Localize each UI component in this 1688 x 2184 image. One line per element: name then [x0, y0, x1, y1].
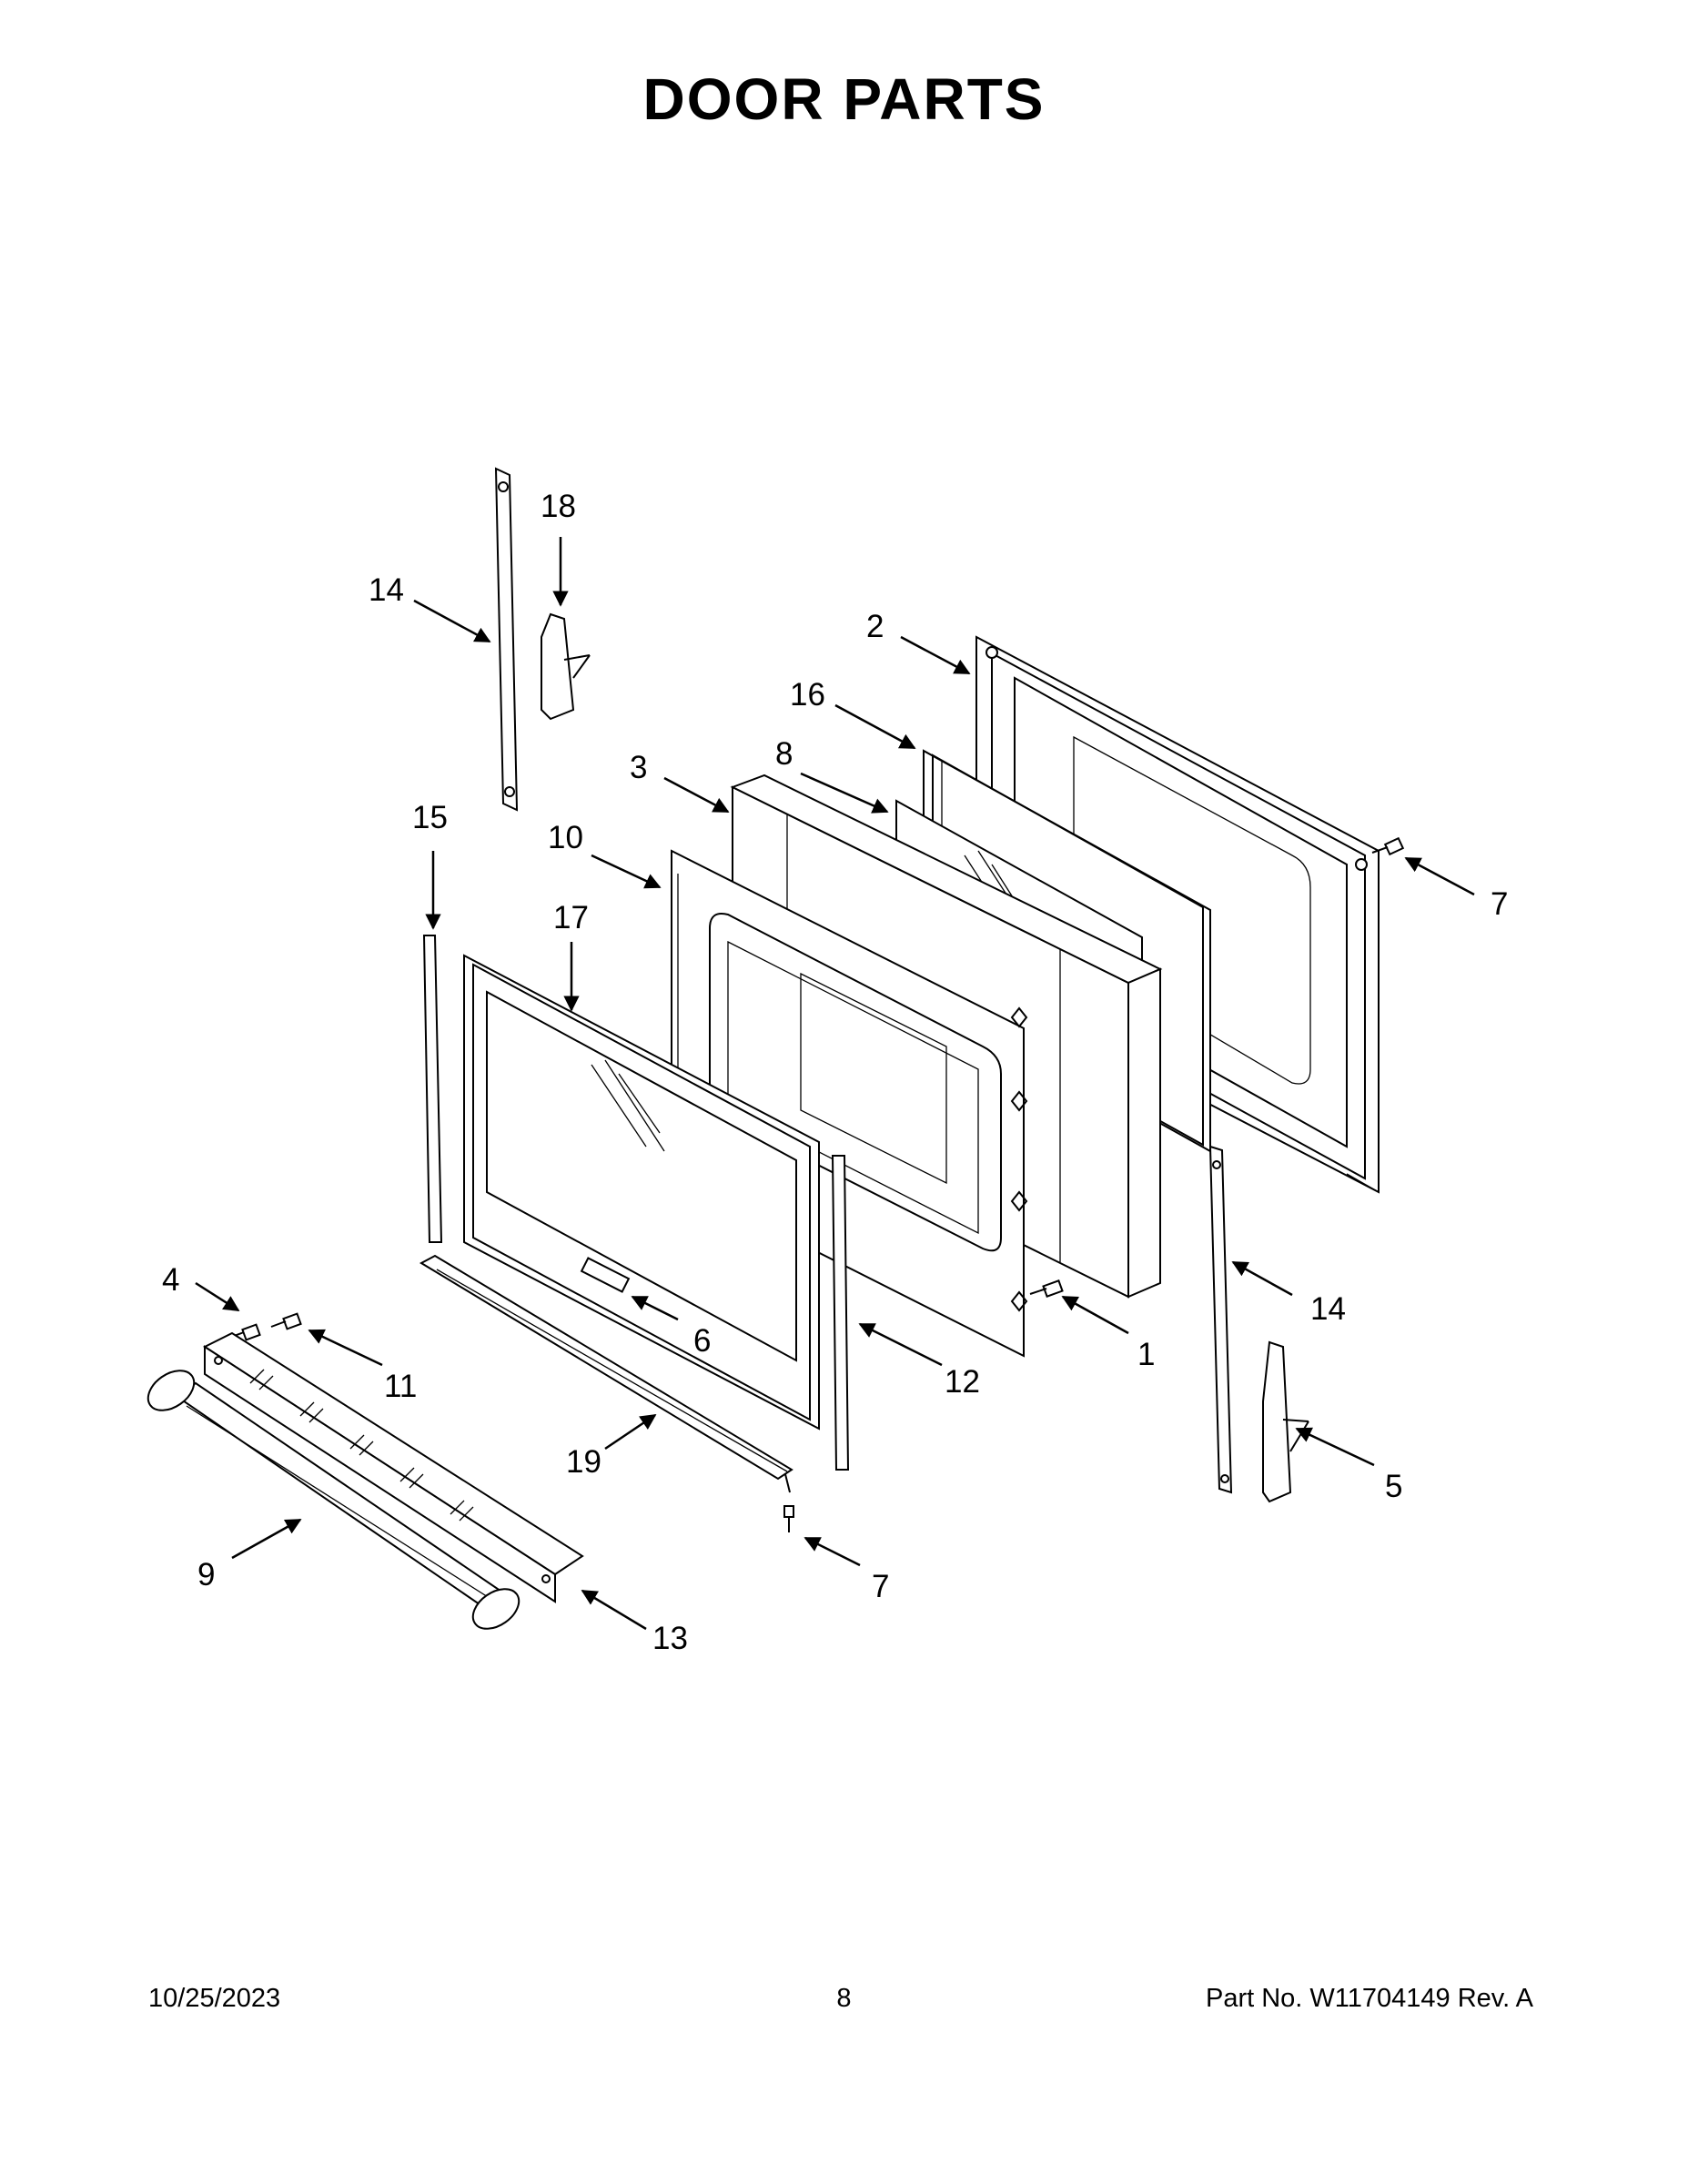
callout-1: 1	[1137, 1337, 1155, 1372]
callout-10: 10	[548, 820, 583, 855]
part-14-left-hinge-channel	[494, 467, 519, 812]
part-11-screw	[270, 1312, 302, 1330]
part-18-left-hinge	[541, 612, 591, 721]
callout-19: 19	[566, 1444, 601, 1480]
callout-8: 8	[775, 736, 793, 772]
part-1-screw	[1029, 1279, 1064, 1298]
footer-date: 10/25/2023	[148, 1984, 281, 2013]
part-9-handle	[147, 1370, 521, 1630]
part-15-left-trim	[422, 935, 443, 1243]
callout-14-left: 14	[369, 572, 404, 608]
callout-arrows	[195, 537, 1475, 1631]
part-7-screw-upper	[1371, 836, 1405, 856]
callout-labels: 18 14 2 16 3 8 10 15 17 7 14 1 12 6 5 4 …	[162, 489, 1508, 1656]
part-13-handle-trim	[202, 1331, 584, 1603]
callout-7-upper: 7	[1491, 886, 1508, 922]
callout-9: 9	[197, 1557, 215, 1592]
callout-15: 15	[412, 800, 448, 835]
part-17-outer-door-panel	[463, 954, 820, 1431]
part-5-right-hinge	[1262, 1340, 1309, 1503]
callout-12: 12	[945, 1364, 980, 1400]
page-title: DOOR PARTS	[642, 66, 1046, 132]
callout-14-right: 14	[1310, 1291, 1346, 1327]
callout-2: 2	[866, 609, 884, 644]
callout-11: 11	[384, 1369, 417, 1404]
footer-part-number: Part No. W11704149 Rev. A	[1205, 1984, 1533, 2013]
callout-7-lower: 7	[872, 1569, 889, 1604]
footer-page-number: 8	[836, 1984, 852, 2013]
part-14-right-hinge-channel	[1208, 1145, 1233, 1494]
callout-17: 17	[553, 900, 589, 935]
callout-5: 5	[1385, 1469, 1402, 1504]
part-12-right-trim	[831, 1155, 850, 1471]
callout-16: 16	[790, 677, 825, 713]
part-7-screw-lower	[783, 1505, 794, 1532]
callout-13: 13	[652, 1621, 688, 1656]
callout-3: 3	[630, 750, 647, 785]
callout-4: 4	[162, 1262, 179, 1298]
callout-18: 18	[541, 489, 576, 524]
callout-6: 6	[693, 1323, 711, 1359]
part-19-vent-channel	[419, 1254, 793, 1493]
